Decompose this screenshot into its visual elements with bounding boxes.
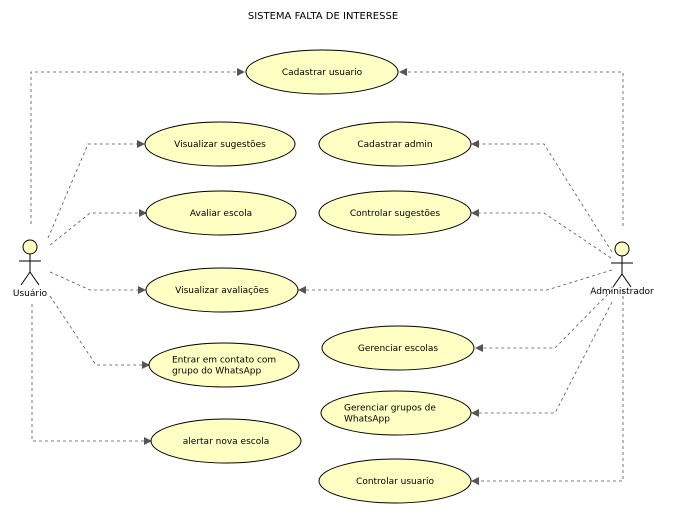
use-case-ellipse xyxy=(150,418,302,464)
use-case-alertar-nova-escola: alertar nova escola xyxy=(150,418,302,464)
use-case-label: Cadastrar admin xyxy=(357,140,432,150)
use-case-gerenciar-escolas: Gerenciar escolas xyxy=(321,325,475,371)
use-case-ellipse xyxy=(320,390,472,436)
use-case-label: Gerenciar escolas xyxy=(358,344,438,354)
use-case-label: Avaliar escola xyxy=(190,209,252,219)
use-case-label: Controlar sugestões xyxy=(350,209,441,219)
association-usuario-entrar-contato xyxy=(49,295,150,369)
association-administrador-controlar-sugestoes xyxy=(471,209,612,259)
use-case-avaliar-escola: Avaliar escola xyxy=(145,190,297,236)
use-case-cadastrar-usuario: Cadastrar usuario xyxy=(245,49,399,95)
actor-right-leg xyxy=(621,273,632,288)
use-case-label: alertar nova escola xyxy=(183,437,269,447)
use-case-ellipse xyxy=(321,325,475,371)
association-usuario-visualizar-avaliacoes xyxy=(49,271,146,294)
diagram-title: SISTEMA FALTA DE INTERESSE xyxy=(248,11,398,22)
associations-layer xyxy=(30,68,624,485)
association-usuario-visualizar-sugestoes xyxy=(47,140,145,239)
association-usuario-cadastrar-usuario xyxy=(30,68,245,224)
use-case-label: Entrar em contato com xyxy=(172,356,276,366)
use-case-label: Gerenciar grupos de xyxy=(344,404,436,414)
use-case-visualizar-sugestoes: Visualizar sugestões xyxy=(144,121,296,167)
use-case-ellipse xyxy=(144,121,296,167)
actor-label: Administrador xyxy=(590,287,654,297)
association-administrador-visualizar-avaliacoes xyxy=(298,269,613,294)
use-case-ellipse xyxy=(145,190,297,236)
use-case-ellipse xyxy=(148,342,300,388)
actor-head xyxy=(614,241,630,257)
actor-usuario: Usuário xyxy=(13,239,48,299)
use-case-label: Controlar usuario xyxy=(356,477,434,487)
association-usuario-alertar-nova-escola xyxy=(31,304,152,445)
association-administrador-cadastrar-admin xyxy=(471,140,613,253)
association-administrador-gerenciar-grupos xyxy=(471,301,613,417)
use-case-label: Visualizar avaliações xyxy=(175,286,269,296)
actor-label: Usuário xyxy=(13,289,48,299)
use-case-label: WhatsApp xyxy=(344,415,390,425)
use-case-controlar-usuario: Controlar usuario xyxy=(318,458,472,504)
use-case-cadastrar-admin: Cadastrar admin xyxy=(318,121,472,167)
actor-left-leg xyxy=(612,273,623,288)
use-case-ellipse xyxy=(318,458,472,504)
actor-head xyxy=(22,239,38,255)
actor-left-leg xyxy=(20,271,31,286)
actors-layer: Usuário Administrador xyxy=(13,239,654,299)
use-case-ellipse xyxy=(318,121,472,167)
use-case-ellipse xyxy=(245,49,399,95)
association-administrador-gerenciar-escolas xyxy=(475,289,613,352)
use-case-label: grupo do WhatsApp xyxy=(172,367,261,377)
actor-administrador: Administrador xyxy=(590,241,654,297)
use-case-label: Cadastrar usuario xyxy=(282,68,363,78)
association-administrador-cadastrar-usuario xyxy=(399,68,624,226)
association-usuario-avaliar-escola xyxy=(49,209,147,246)
use-case-label: Visualizar sugestões xyxy=(174,140,266,150)
use-case-ellipse xyxy=(318,190,472,236)
actor-right-leg xyxy=(29,271,40,286)
association-administrador-controlar-usuario xyxy=(471,290,624,485)
use-case-visualizar-avaliacoes: Visualizar avaliações xyxy=(145,267,299,313)
use-case-ellipse xyxy=(145,267,299,313)
use-case-controlar-sugestoes: Controlar sugestões xyxy=(318,190,472,236)
